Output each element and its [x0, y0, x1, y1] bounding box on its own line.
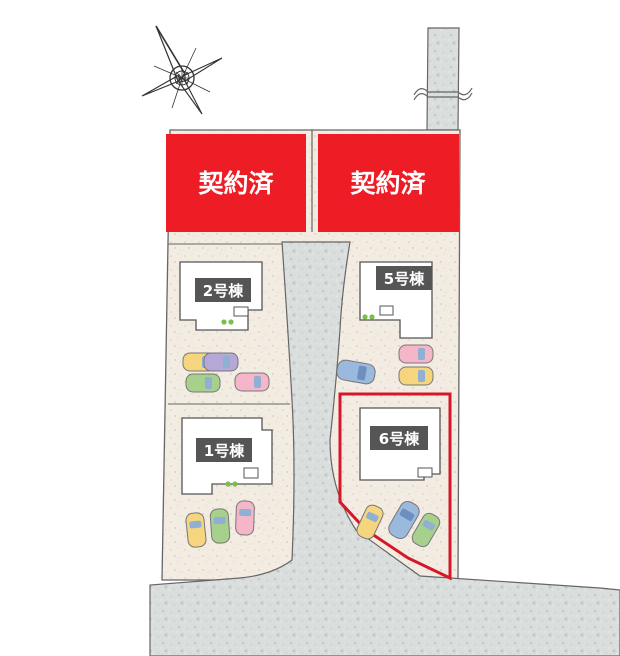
shrub-icon: [369, 314, 375, 320]
shrub-icon: [221, 319, 227, 325]
plot-5: 5号棟: [359, 261, 433, 339]
entrance-icon: [243, 467, 259, 479]
car-icon: [336, 359, 376, 385]
entrance-icon: [233, 306, 249, 317]
sold-block-right: 契約済: [318, 134, 459, 232]
car-icon: [388, 500, 420, 540]
car-icon: [398, 344, 434, 364]
plot-2: 2号棟: [179, 261, 263, 331]
private-road: [149, 241, 620, 656]
plot-2-label: 2号棟: [203, 282, 244, 300]
plot-6-highlight-border: [338, 392, 452, 581]
shrub-icon: [225, 481, 231, 487]
sold-block-left: 契約済: [166, 134, 306, 232]
plot-label-bg: [370, 426, 428, 450]
sold-block-left-fill: [166, 134, 306, 232]
parked-cars: [182, 344, 441, 548]
shrub-icon: [228, 319, 234, 325]
car-icon: [209, 508, 231, 544]
plot-label-bg: [376, 266, 432, 290]
plot-1-label: 1号棟: [204, 442, 245, 460]
car-icon: [411, 512, 441, 548]
plot-5-label: 5号棟: [384, 270, 425, 288]
plot-1: 1号棟: [181, 417, 273, 495]
shrub-icon: [362, 314, 368, 320]
road-break-mark: [413, 87, 473, 96]
car-icon: [235, 500, 255, 536]
car-icon: [185, 373, 221, 393]
entrance-icon: [417, 467, 433, 478]
north-road: [413, 27, 473, 131]
plot-6-label: 6号棟: [379, 430, 420, 448]
plot-6: 6号棟: [338, 392, 452, 581]
car-icon: [185, 512, 207, 548]
car-icon: [203, 352, 239, 372]
sold-block-right-fill: [318, 134, 459, 232]
shrub-icon: [232, 481, 238, 487]
plot-label-bg: [196, 438, 252, 462]
entrance-icon: [379, 305, 394, 316]
north-compass-icon: [141, 25, 223, 115]
car-icon: [234, 372, 270, 392]
road-break-mark: [413, 92, 473, 101]
plot-label-bg: [195, 278, 251, 302]
car-icon: [398, 366, 434, 386]
sold-label: 契約済: [350, 169, 426, 198]
car-icon: [356, 504, 384, 540]
sold-label: 契約済: [198, 169, 274, 198]
